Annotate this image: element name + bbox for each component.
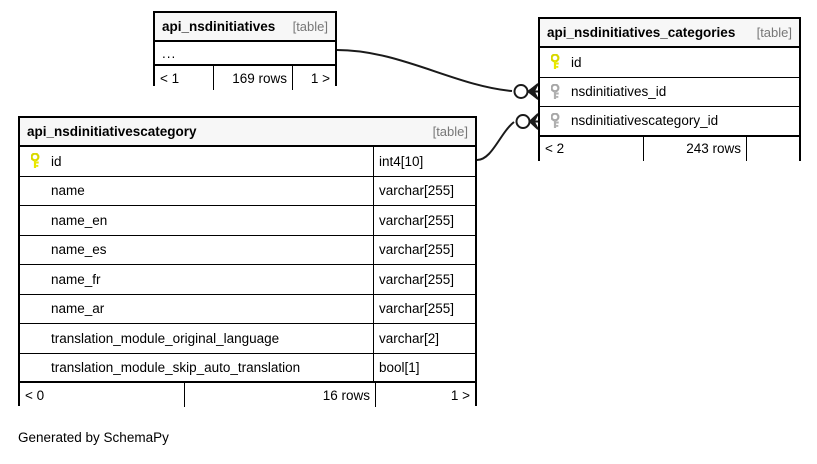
- column-name: translation_module_original_language: [51, 330, 280, 346]
- column-type: varchar[255]: [373, 294, 475, 323]
- key-icon-foreign: [547, 112, 565, 129]
- table-collapsed-ellipsis[interactable]: ...: [155, 42, 335, 66]
- column-name: name_es: [51, 242, 107, 258]
- table-row[interactable]: nsdinitiatives_id: [540, 77, 799, 107]
- table-row[interactable]: name_en varchar[255]: [20, 206, 475, 236]
- table-row[interactable]: name varchar[255]: [20, 176, 475, 206]
- table-row[interactable]: id int4[10]: [20, 147, 475, 177]
- column-name: id: [51, 153, 62, 169]
- column-name: translation_module_skip_auto_translation: [51, 359, 301, 375]
- table-row[interactable]: translation_module_skip_auto_translation…: [20, 353, 475, 383]
- column-name: name_fr: [51, 271, 101, 287]
- footer-row-count: 16 rows: [184, 383, 375, 407]
- table-header-api_nsdinitiatives: api_nsdinitiatives [table]: [155, 13, 335, 42]
- column-name: name_en: [51, 212, 108, 228]
- table-type-tag: [table]: [432, 124, 468, 139]
- table-footer-api_nsdinitiativescategory: < 0 16 rows 1 >: [20, 383, 475, 407]
- column-type: varchar[255]: [373, 176, 475, 205]
- column-type: varchar[255]: [373, 235, 475, 264]
- table-row[interactable]: name_es varchar[255]: [20, 235, 475, 265]
- table-row[interactable]: nsdinitiativescategory_id: [540, 107, 799, 137]
- column-name: name_ar: [51, 301, 105, 317]
- column-cell: translation_module_skip_auto_translation: [20, 354, 373, 382]
- footer-row-count: 243 rows: [643, 136, 746, 161]
- column-cell: nsdinitiatives_id: [540, 78, 799, 107]
- column-type: varchar[255]: [373, 265, 475, 294]
- footer-parent-count[interactable]: < 1: [160, 70, 180, 86]
- column-cell: nsdinitiativescategory_id: [540, 107, 799, 135]
- table-footer-api_nsdinitiatives: < 1 169 rows 1 >: [155, 66, 335, 90]
- table-title: api_nsdinitiativescategory: [27, 124, 197, 139]
- footer-parent-count[interactable]: < 2: [545, 141, 565, 156]
- column-type: varchar[2]: [373, 324, 475, 353]
- table-row[interactable]: translation_module_original_language var…: [20, 324, 475, 354]
- table-api_nsdinitiativescategory[interactable]: api_nsdinitiativescategory [table] id in…: [18, 116, 477, 407]
- table-type-tag: [table]: [756, 25, 792, 40]
- table-row[interactable]: name_fr varchar[255]: [20, 265, 475, 295]
- key-icon-primary: [27, 153, 45, 169]
- column-type: bool[1]: [373, 353, 475, 381]
- footer-child-count[interactable]: [746, 136, 799, 161]
- table-row[interactable]: id: [540, 48, 799, 78]
- table-api_nsdinitiatives[interactable]: api_nsdinitiatives [table] ... < 1 169 r…: [153, 11, 337, 90]
- column-cell: name_es: [20, 236, 373, 265]
- table-header-api_nsdinitiativescategory: api_nsdinitiativescategory [table]: [20, 118, 475, 147]
- relationship-edge-nsdinitiatives: [336, 49, 539, 100]
- table-title: api_nsdinitiatives_categories: [547, 25, 736, 40]
- table-footer-api_nsdinitiatives_categories: < 2 243 rows: [540, 136, 799, 161]
- table-type-tag: [table]: [292, 19, 328, 34]
- footer-row-count: 169 rows: [213, 66, 292, 90]
- table-header-api_nsdinitiatives_categories: api_nsdinitiatives_categories [table]: [540, 19, 799, 48]
- column-cell: id: [20, 147, 373, 176]
- table-api_nsdinitiatives_categories[interactable]: api_nsdinitiatives_categories [table] id: [538, 17, 801, 161]
- table-row[interactable]: name_ar varchar[255]: [20, 294, 475, 324]
- key-icon-foreign: [547, 83, 565, 100]
- footer-parent-count[interactable]: < 0: [25, 387, 45, 403]
- column-cell: name_ar: [20, 295, 373, 324]
- column-cell: translation_module_original_language: [20, 324, 373, 353]
- column-cell: name_fr: [20, 265, 373, 294]
- relationship-edge-nsdinitiativescategory: [476, 113, 539, 161]
- column-type: varchar[255]: [373, 206, 475, 235]
- generated-by-credit: Generated by SchemaPy: [18, 430, 169, 445]
- key-icon-primary: [547, 54, 565, 70]
- footer-child-count[interactable]: 1 >: [292, 66, 335, 90]
- table-title: api_nsdinitiatives: [162, 19, 276, 34]
- column-cell: name_en: [20, 206, 373, 235]
- column-cell: name: [20, 177, 373, 206]
- column-cell: id: [540, 48, 799, 77]
- footer-child-count[interactable]: 1 >: [375, 383, 475, 407]
- column-name: name: [51, 183, 85, 199]
- column-type: int4[10]: [373, 147, 475, 176]
- column-name: nsdinitiatives_id: [571, 84, 667, 100]
- column-name: nsdinitiativescategory_id: [571, 113, 719, 129]
- column-name: id: [571, 54, 582, 70]
